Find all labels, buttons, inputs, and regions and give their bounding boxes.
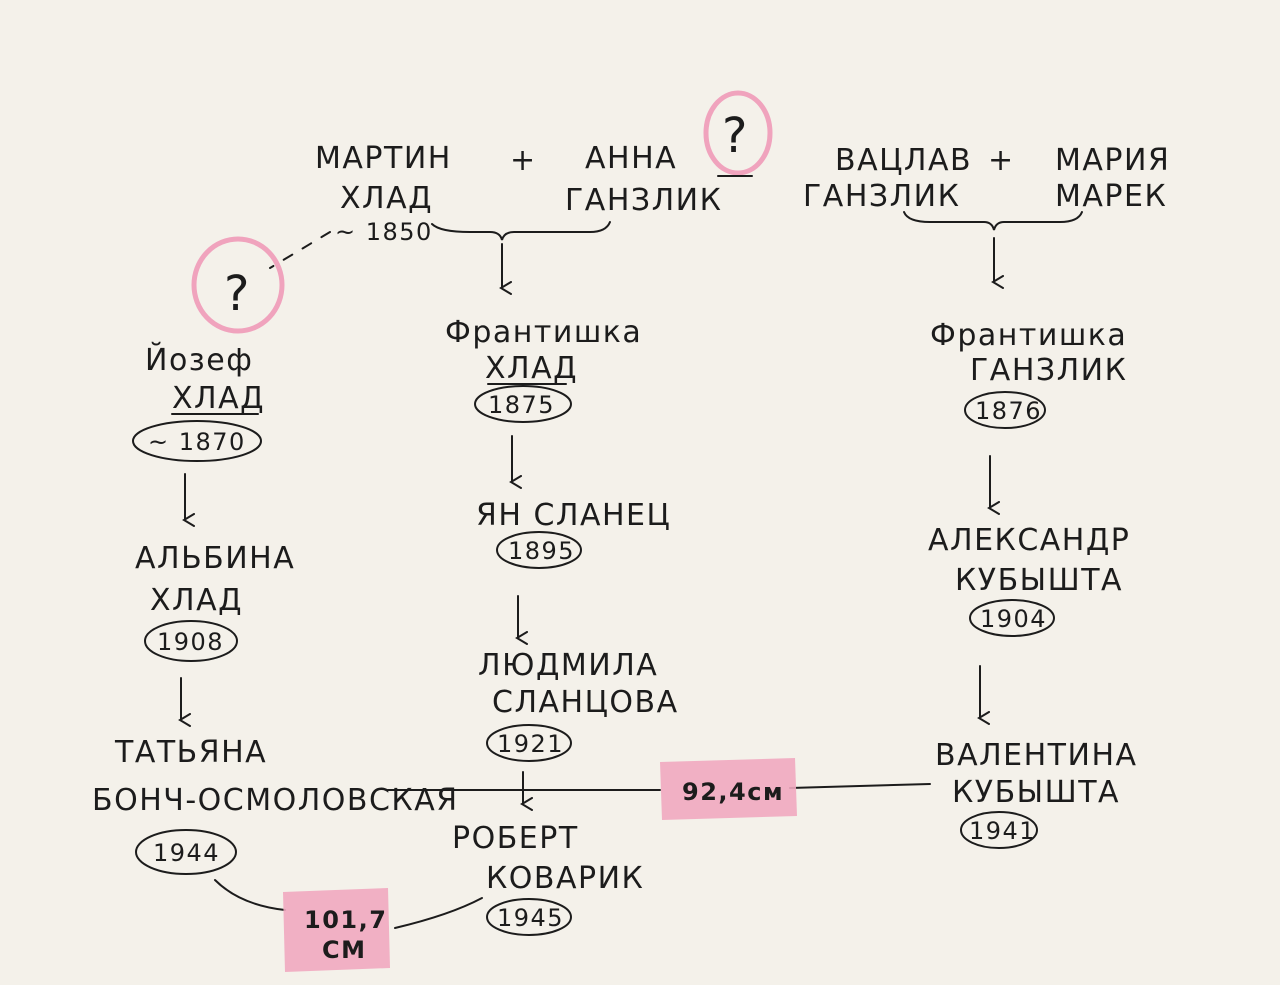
person-name-last: ХЛАД	[150, 583, 243, 618]
person-year: 1876	[975, 397, 1042, 425]
plus-sign-1: +	[510, 143, 537, 178]
person-jan-slanec: ЯН СЛАНЕЦ 1895	[476, 498, 671, 569]
person-ludmila-slancova: ЛЮДМИЛА СЛАНЦОВА 1921	[478, 648, 679, 762]
brace-couple-right	[903, 211, 1083, 231]
year-oval	[964, 391, 1046, 429]
person-year: ~ 1870	[148, 428, 246, 456]
person-year: 1944	[153, 839, 220, 867]
person-name-first: АЛЕКСАНДР	[928, 523, 1130, 558]
unknown-marker-left: ?	[191, 236, 285, 334]
person-name-first: Йозеф	[145, 342, 253, 378]
person-martin-year: ~ 1850	[335, 218, 433, 246]
couple-chlad-hanzlik: МАРТИН ХЛАД ~ 1850 + АННА ГАНЗЛИК	[315, 141, 722, 246]
person-martin-last: ХЛАД	[340, 181, 433, 216]
couple-hanzlik-marek: ВАЦЛАВ ГАНЗЛИК + МАРИЯ МАРЕК	[803, 143, 1170, 214]
year-oval	[144, 620, 238, 662]
person-name-last: СЛАНЦОВА	[492, 685, 679, 720]
person-valentina-kubysta: ВАЛЕНТИНА КУБЫШТА 1941	[935, 738, 1138, 849]
measurement-value: 101,7	[304, 906, 387, 934]
person-josef-chlad: Йозеф ХЛАД ~ 1870	[132, 342, 265, 462]
person-name-last: ХЛАД	[485, 351, 578, 386]
person-maria-first: МАРИЯ	[1055, 143, 1170, 178]
person-name-first: ТАТЬЯНА	[114, 735, 267, 770]
measurement-unit: СМ	[322, 936, 367, 964]
person-name-last: КУБЫШТА	[955, 563, 1123, 598]
link-robert-to-measure2	[394, 897, 483, 929]
year-oval	[132, 420, 262, 462]
person-tatiana-bonch-osmolovskaya: ТАТЬЯНА БОНЧ-ОСМОЛОВСКАЯ 1944	[92, 735, 459, 875]
measurement-label: 92,4см	[682, 778, 784, 806]
highlight-ring-top	[703, 90, 773, 176]
highlight-tape	[660, 758, 797, 820]
link-measure-to-valentina	[789, 783, 931, 789]
person-albina-chlad: АЛЬБИНА ХЛАД 1908	[135, 541, 295, 662]
year-oval	[969, 599, 1055, 637]
plus-sign-2: +	[988, 143, 1015, 178]
person-anna-last: ГАНЗЛИК	[565, 183, 722, 218]
person-anna-first: АННА	[585, 141, 677, 176]
person-year: 1904	[980, 605, 1047, 633]
person-frantiska-hanzlik: Франтишка ГАНЗЛИК 1876	[930, 318, 1127, 429]
person-year: 1945	[497, 904, 564, 932]
highlight-tape	[283, 888, 390, 972]
person-name-first: Франтишка	[930, 318, 1127, 353]
person-year: 1921	[497, 730, 564, 758]
person-alexandr-kubysta: АЛЕКСАНДР КУБЫШТА 1904	[928, 523, 1130, 637]
measurement-101-7: 101,7 СМ	[283, 888, 390, 972]
question-mark-left: ?	[224, 266, 251, 322]
person-name-last: КОВАРИК	[486, 861, 644, 896]
person-year: 1895	[508, 537, 575, 565]
year-oval	[135, 829, 237, 875]
year-oval	[960, 811, 1038, 849]
person-martin-first: МАРТИН	[315, 141, 452, 176]
person-name-first: ЛЮДМИЛА	[478, 648, 658, 683]
brace-couple-left	[431, 221, 611, 241]
person-name-last: БОНЧ-ОСМОЛОВСКАЯ	[92, 783, 459, 818]
person-name-last: ГАНЗЛИК	[970, 353, 1127, 388]
person-maria-last: МАРЕК	[1055, 179, 1167, 214]
unknown-marker-top: ?	[703, 90, 773, 177]
year-oval	[486, 898, 572, 936]
person-name-last: ХЛАД	[172, 381, 265, 416]
person-robert-kovarik: РОБЕРТ КОВАРИК 1945	[452, 821, 644, 936]
highlight-ring-left	[191, 236, 285, 334]
person-year: 1908	[157, 628, 224, 656]
question-mark-top: ?	[722, 108, 749, 164]
person-name-first: ЯН СЛАНЕЦ	[476, 498, 671, 533]
person-name-first: Франтишка	[445, 315, 642, 350]
person-name-last: КУБЫШТА	[952, 775, 1120, 810]
person-name-first: ВАЛЕНТИНА	[935, 738, 1138, 773]
year-oval	[474, 385, 572, 423]
person-year: 1941	[969, 817, 1036, 845]
person-frantiska-chlad: Франтишка ХЛАД 1875	[445, 315, 642, 423]
year-oval	[496, 531, 582, 569]
measurement-92-4: 92,4см	[660, 758, 797, 820]
person-vaclav-first: ВАЦЛАВ	[835, 143, 972, 178]
year-oval	[486, 724, 572, 762]
person-name-first: АЛЬБИНА	[135, 541, 295, 576]
link-tatiana-to-measure2	[214, 879, 286, 911]
person-name-first: РОБЕРТ	[452, 821, 579, 856]
person-year: 1875	[488, 391, 555, 419]
person-vaclav-last: ГАНЗЛИК	[803, 179, 960, 214]
